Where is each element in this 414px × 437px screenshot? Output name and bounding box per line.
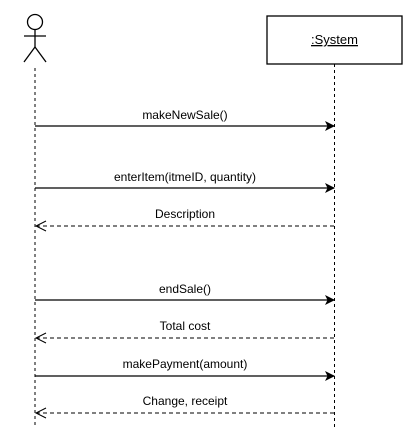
return-arrowhead-change-receipt [34,407,47,419]
message-6: makePayment(amount) [35,357,335,381]
message-2: enterItem(itmeID, quantity) [35,170,335,193]
message-label-description: Description [155,207,215,221]
return-arrowhead-total-cost [34,332,47,344]
return-arrowhead-description [34,220,47,232]
message-label-total-cost: Total cost [160,319,211,333]
actor-right-leg [34,46,47,63]
actor-left-leg [23,46,36,63]
message-label-make-payment: makePayment(amount) [123,357,248,371]
actor-head [26,13,44,31]
actor-figure [23,13,47,63]
message-4: endSale() [35,282,335,305]
message-1: makeNewSale() [35,108,335,131]
message-label-enter-item: enterItem(itmeID, quantity) [114,170,256,184]
message-label-make-new-sale: makeNewSale() [142,108,227,122]
message-label-change-receipt: Change, receipt [143,394,228,408]
system-label: :System [311,32,358,47]
message-label-end-sale: endSale() [159,282,211,296]
system-box [266,15,403,65]
message-7: Change, receipt [34,394,334,419]
message-5: Total cost [34,319,334,344]
message-3: Description [34,207,334,232]
